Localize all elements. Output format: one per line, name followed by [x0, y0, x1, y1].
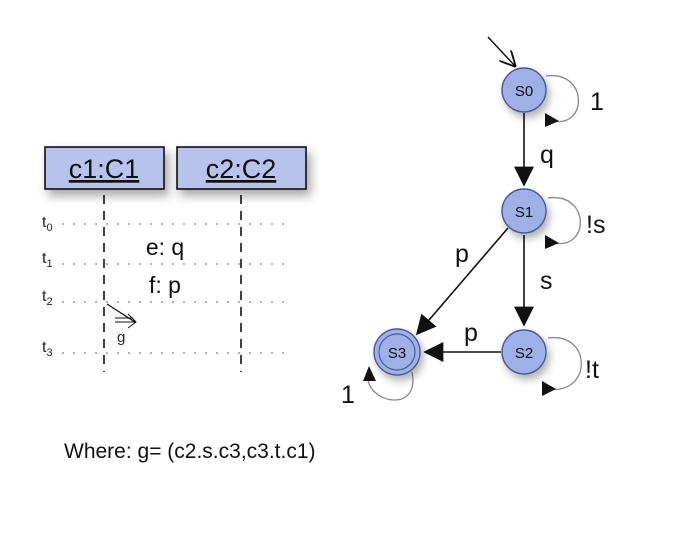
loop-s0-label: 1 [590, 88, 604, 116]
loop-s3 [367, 371, 414, 401]
time-label-t3: t3 [42, 339, 53, 359]
loop-s2-label: !t [585, 356, 599, 384]
time-label-t0: t0 [42, 214, 53, 234]
state-s0-label: S0 [515, 83, 533, 100]
initial-arrow [487, 36, 515, 66]
edge-s2-s3-label: p [464, 319, 478, 347]
loop-s0 [545, 75, 580, 123]
lifeline-c2-label: c2:C2 [206, 154, 277, 184]
time-label-t2: t2 [42, 288, 53, 308]
state-s2: S2 [501, 329, 547, 375]
lifeline-c1-label: c1:C1 [69, 154, 140, 184]
state-s3-label: S3 [388, 345, 406, 362]
message-f-p-label: f: p [149, 272, 181, 298]
loop-s2 [547, 337, 582, 390]
edge-s1-s3-label: p [455, 240, 469, 268]
state-s2-label: S2 [515, 345, 533, 362]
state-s0: S0 [501, 67, 547, 113]
message-e-q-label: e: q [146, 234, 184, 260]
state-s1: S1 [501, 188, 547, 234]
guard-marker [106, 303, 137, 329]
state-s1-label: S1 [515, 204, 533, 221]
loop-s1-label: !s [586, 211, 605, 239]
loop-s3-label: 1 [341, 381, 355, 409]
guard-label: g [117, 329, 125, 346]
edge-s0-s1-label: q [540, 141, 554, 169]
where-definition: Where: g= (c2.s.c3,c3.t.c1) [64, 440, 316, 463]
state-s3-accepting: S3 [373, 328, 421, 376]
loop-s1 [547, 197, 581, 245]
edge-s1-s2-label: s [540, 267, 553, 295]
edge-s1-s3 [415, 227, 509, 336]
lifeline-c1: c1:C1 [44, 146, 165, 190]
automaton: 1 !s !t 1 q s p p S0 S1 S2 [341, 36, 605, 409]
sequence-diagram: c1:C1 c2:C2 t0 t1 t2 t3 e: q [42, 146, 307, 372]
time-label-t1: t1 [42, 250, 53, 270]
lifeline-c2: c2:C2 [176, 146, 307, 190]
